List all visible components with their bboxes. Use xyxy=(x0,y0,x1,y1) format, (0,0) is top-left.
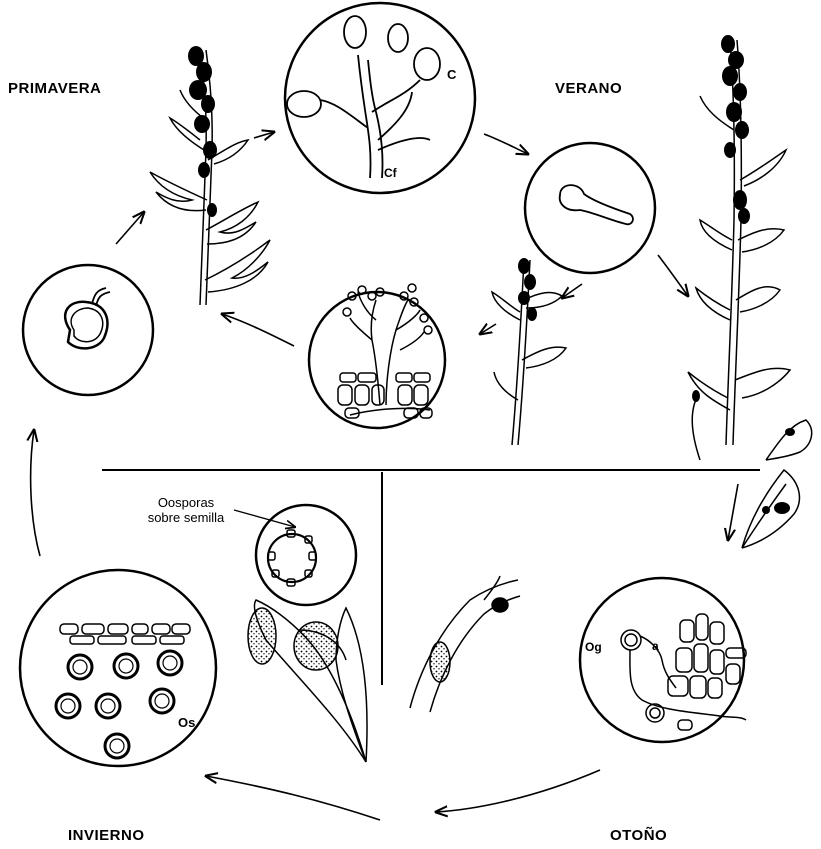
arrow-conidium-to-branch xyxy=(562,284,582,298)
summer-plant-inflorescence xyxy=(692,35,750,402)
germinating-spore-circle xyxy=(23,265,153,395)
arrow-spore-to-spring-plant xyxy=(116,212,144,244)
spring-plant-illustration xyxy=(150,50,270,305)
label-oogonium: Og xyxy=(585,640,602,654)
label-conidia: C xyxy=(447,67,457,82)
oospore-annotation-line1: Oosporas xyxy=(126,495,246,510)
season-label-winter: INVIERNO xyxy=(68,827,145,844)
arrow-winter-to-spring xyxy=(31,430,40,556)
arrow-conidium-to-summer-plant xyxy=(658,255,688,296)
arrow-leaves-to-oogonium xyxy=(728,484,738,540)
arrow-branch-to-sporulation xyxy=(480,324,496,334)
arrow-sporulation-to-spore xyxy=(222,314,294,346)
arrow-winter-tissue xyxy=(206,776,380,820)
season-label-summer: VERANO xyxy=(555,80,622,97)
oospore-annotation: Oosporas sobre semilla xyxy=(126,495,246,525)
autumn-leaf-lesions xyxy=(762,428,795,514)
label-antheridium: a xyxy=(652,639,659,653)
label-conidiophore: Cf xyxy=(384,166,398,180)
arrow-autumn-to-winter xyxy=(436,770,600,812)
autumn-leaves-illustration xyxy=(742,420,812,548)
sporulation-circle xyxy=(309,284,445,428)
seed-leaf-illustration xyxy=(248,600,367,762)
infected-stem-illustration xyxy=(410,576,520,712)
cycle-arrows xyxy=(31,132,738,820)
arrow-conidiophore-to-conidium xyxy=(484,134,528,154)
summer-plant-illustration xyxy=(688,40,790,460)
arrow-plant-to-conidiophore xyxy=(254,132,274,138)
oogonium-circle xyxy=(580,578,746,742)
label-oospores: Os xyxy=(178,715,195,730)
season-label-spring: PRIMAVERA xyxy=(8,80,101,97)
oospore-circle xyxy=(20,570,216,766)
season-label-autumn: OTOÑO xyxy=(610,827,667,844)
conidiophore-circle xyxy=(285,3,475,193)
conidium-germination-circle xyxy=(525,143,655,273)
oospore-annotation-line2: sobre semilla xyxy=(126,510,246,525)
